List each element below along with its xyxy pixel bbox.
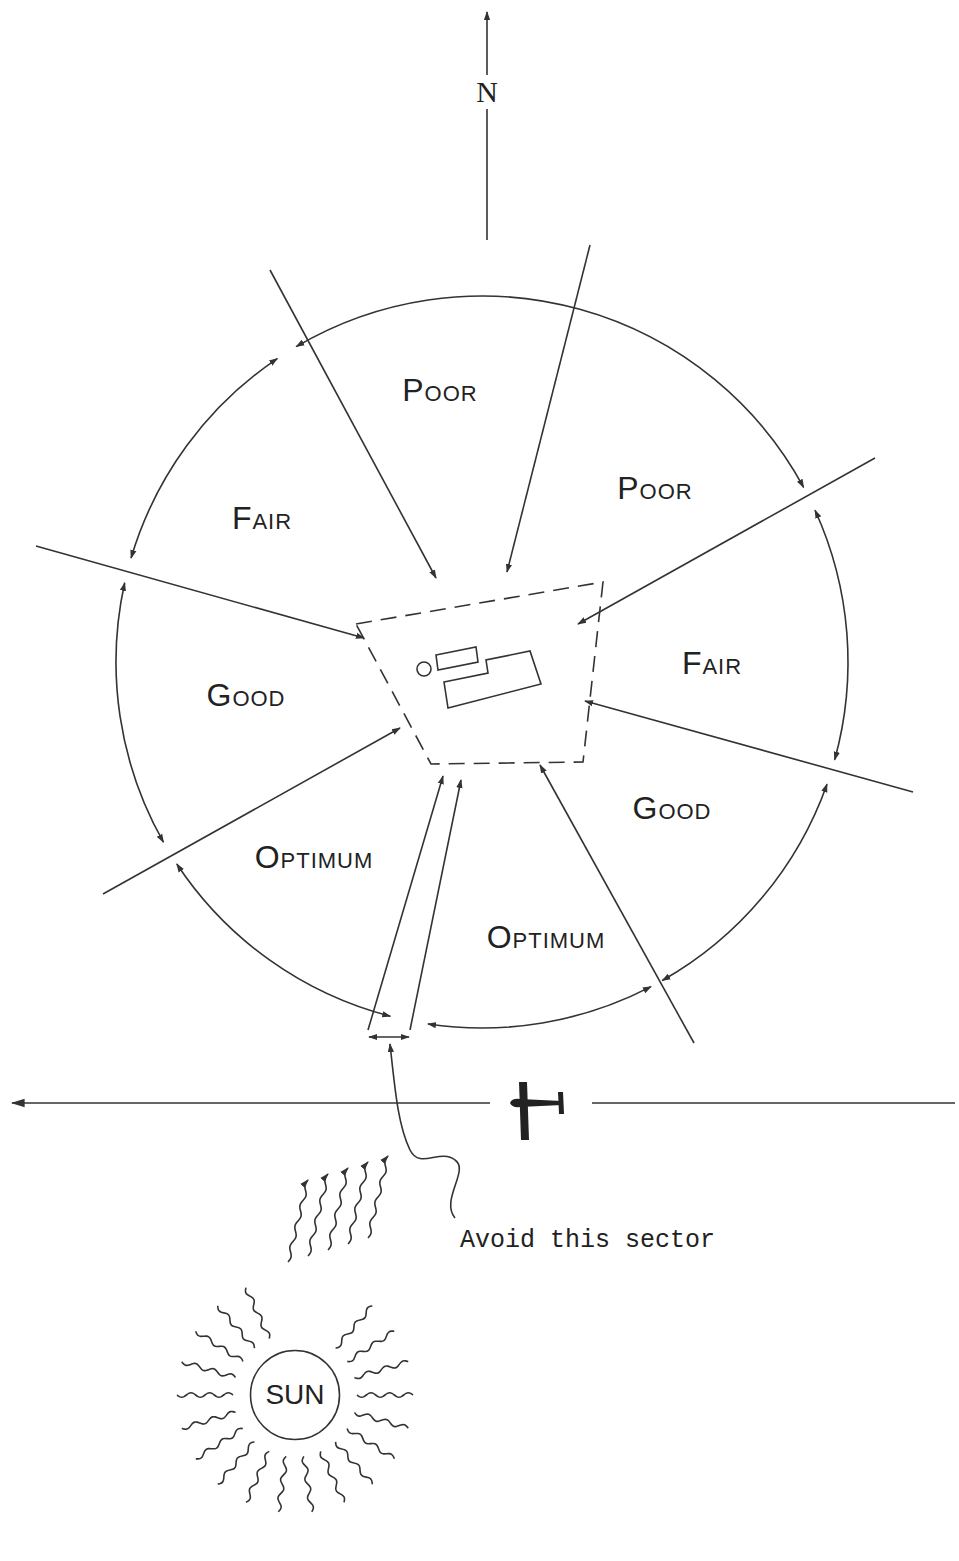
site-buildings	[417, 647, 541, 708]
avoid-sector-wedge	[368, 776, 461, 1218]
sun-ray	[246, 1451, 269, 1502]
sunlight-arrow	[368, 1156, 388, 1238]
sun-ray	[336, 1306, 373, 1348]
sun-ray	[218, 1306, 255, 1348]
sun-ray	[278, 1456, 287, 1511]
airplane-symbol	[510, 1082, 564, 1140]
north-label: N	[475, 75, 499, 109]
flight-line	[12, 1102, 955, 1104]
sector-arc	[296, 296, 803, 487]
sun-ray	[177, 1393, 233, 1398]
sun-ray	[196, 1331, 243, 1361]
sector-label: Optimum	[487, 921, 606, 953]
sector-arc	[428, 987, 651, 1028]
sector-label: Optimum	[255, 841, 374, 873]
callout-note: Avoid this sector	[460, 1228, 715, 1253]
sector-label: Fair	[232, 502, 292, 534]
sun-ray	[302, 1456, 313, 1511]
sun-ray	[357, 1393, 413, 1398]
sun-ray	[182, 1362, 236, 1378]
sun-ray	[354, 1412, 408, 1428]
sector-label: Good	[206, 679, 285, 711]
sector-boundaries	[36, 245, 913, 1043]
sunlight-arrow	[348, 1162, 368, 1244]
sun-ray	[218, 1442, 255, 1484]
sector-arc	[815, 510, 848, 760]
sector-label: Good	[632, 792, 711, 824]
sun-ray	[196, 1428, 243, 1458]
north-arrow	[486, 12, 488, 240]
sunlight-arrow	[308, 1174, 328, 1256]
sun-ray	[336, 1442, 373, 1484]
sector-label: Poor	[617, 472, 692, 504]
site-boundary	[356, 582, 603, 764]
sector-arcs	[116, 296, 848, 1028]
sector-label: Poor	[402, 374, 477, 406]
sector-arc	[116, 583, 163, 842]
node-text: SUN	[265, 1381, 324, 1409]
sun-ray	[347, 1429, 394, 1459]
sector-label: Fair	[682, 647, 742, 679]
sunlight-arrow	[328, 1168, 348, 1250]
sun-ray	[245, 1288, 269, 1339]
sun-ray	[182, 1411, 236, 1429]
sun-ray	[354, 1361, 408, 1379]
sun-rays	[177, 1156, 413, 1512]
sector-arc	[177, 864, 391, 1016]
sun-circle: SUN	[249, 1349, 341, 1441]
sun-ray	[347, 1331, 394, 1361]
sun-ray	[320, 1451, 344, 1502]
sunlight-arrow	[288, 1180, 308, 1262]
